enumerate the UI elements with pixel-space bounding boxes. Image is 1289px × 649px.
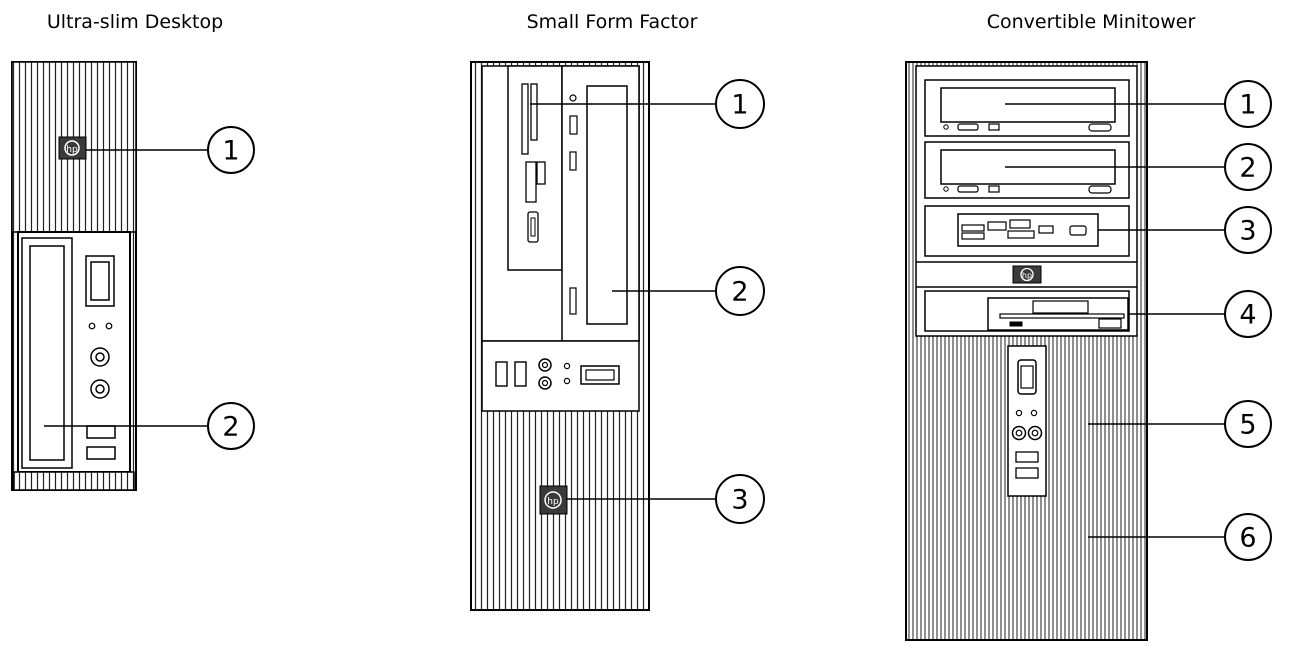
minitower-callout-3: 3 (1098, 206, 1272, 254)
callout-label: 1 (731, 90, 748, 121)
svg-text:hp: hp (547, 497, 559, 507)
small-form-factor-chassis: hp (470, 61, 650, 611)
ultra-slim-callout-1: 1 (86, 126, 255, 174)
callout-label: 4 (1239, 300, 1256, 331)
svg-text:hp: hp (66, 145, 78, 155)
callout-label: 1 (1239, 90, 1256, 121)
callout-label: 2 (731, 277, 748, 308)
small-form-factor-title: Small Form Factor (526, 11, 698, 33)
minitower-chassis: hp (905, 61, 1148, 641)
callout-label: 6 (1239, 523, 1256, 554)
ultra-slim-title: Ultra-slim Desktop (46, 11, 224, 33)
callout-label: 1 (222, 136, 239, 167)
minitower-title: Convertible Minitower (986, 11, 1196, 33)
callout-label: 3 (731, 485, 748, 516)
callout-label: 2 (1239, 153, 1256, 184)
sff-callout-2: 2 (612, 266, 765, 316)
minitower-callout-1: 1 (1005, 80, 1272, 128)
svg-text:hp: hp (1022, 271, 1032, 280)
sff-callout-1: 1 (530, 79, 765, 129)
callout-label: 5 (1239, 410, 1256, 441)
callout-label: 2 (222, 412, 239, 443)
minitower-callout-5: 5 (1088, 400, 1272, 448)
hp-logo-icon: hp (539, 485, 568, 515)
minitower-callout-4: 4 (1128, 290, 1272, 338)
hp-logo-icon: hp (58, 136, 87, 160)
minitower-callout-2: 2 (1005, 143, 1272, 191)
hp-logo-icon: hp (1012, 265, 1042, 284)
minitower-callout-6: 6 (1088, 513, 1272, 561)
ultra-slim-callout-2: 2 (44, 402, 255, 450)
sff-callout-3: 3 (567, 474, 765, 524)
callout-label: 3 (1239, 216, 1256, 247)
ultra-slim-chassis: hp (11, 61, 137, 491)
